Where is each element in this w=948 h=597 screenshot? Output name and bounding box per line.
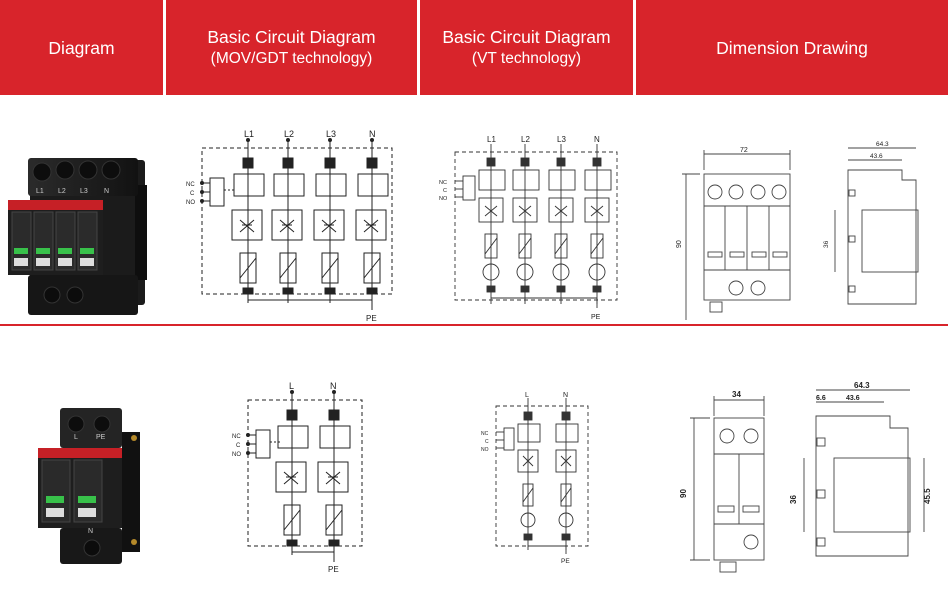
mov-terminal-label: N <box>330 381 337 391</box>
mov-side-label: NC <box>186 182 195 188</box>
device-pole-label: L2 <box>58 188 66 195</box>
vt-terminal-label: L3 <box>557 135 566 144</box>
dim-side-mid: 36 <box>789 495 798 504</box>
mov-side-label: NC <box>232 434 241 440</box>
header-mov-subtitle: (MOV/GDT technology) <box>210 50 373 67</box>
vt-pe-label: PE <box>591 314 601 321</box>
device-pole-label: L3 <box>80 188 88 195</box>
device-pole-label: N <box>88 528 94 535</box>
mov-pe-label: PE <box>328 565 339 574</box>
dim-side-inner: 43.6 <box>846 395 860 402</box>
mov-circuit-2pole: L N NC C NO PE <box>226 380 376 574</box>
header-diagram: Diagram <box>0 0 163 95</box>
dim-height: 90 <box>679 489 688 498</box>
mov-side-label: C <box>190 191 195 197</box>
vt-side-label: C <box>485 439 489 445</box>
dim-side-left: 6.6 <box>816 395 826 402</box>
device-pole-label: L1 <box>36 188 44 195</box>
vt-terminal-label: L2 <box>521 135 530 144</box>
dim-front-width: 72 <box>740 147 748 154</box>
vt-side-label: NC <box>481 431 489 437</box>
header-diagram-label: Diagram <box>48 37 115 58</box>
device-pole-label: L <box>74 434 78 441</box>
vt-circuit-2pole: L N NC C NO PE <box>478 392 598 566</box>
mov-side-label: C <box>236 443 241 449</box>
header-vt-subtitle: (VT technology) <box>471 50 582 67</box>
mov-side-label: NO <box>186 200 195 206</box>
vt-side-label: NC <box>439 180 447 186</box>
product-image-2pole: L PE N <box>30 402 155 572</box>
mov-terminal-label: N <box>369 129 376 139</box>
header-mov-title: Basic Circuit Diagram <box>207 27 376 47</box>
vt-terminal-label: N <box>563 392 568 399</box>
vt-terminal-label: N <box>594 135 600 144</box>
vt-terminal-label: L1 <box>487 135 496 144</box>
dim-side-total: 64.3 <box>876 141 889 148</box>
mov-side-label: NO <box>232 452 241 458</box>
dim-height: 90 <box>676 240 683 248</box>
vt-circuit-4pole: L1 L2 L3 N NC C NO PE <box>435 134 625 324</box>
dim-side-total: 64.3 <box>854 381 870 390</box>
header-mov-circuit: Basic Circuit Diagram (MOV/GDT technolog… <box>166 0 417 95</box>
header-dimension-label: Dimension Drawing <box>716 37 868 58</box>
mov-terminal-label: L3 <box>326 129 336 139</box>
device-pole-label: PE <box>96 434 106 441</box>
dim-front-width: 34 <box>732 390 741 399</box>
header-vt-title: Basic Circuit Diagram <box>442 27 611 47</box>
dim-side-inner: 43.6 <box>870 153 883 160</box>
mov-circuit-4pole: L1 L2 L3 N NC C NO PE <box>180 128 400 324</box>
dimension-drawing-4pole: 72 90 64.3 43.6 36 <box>672 140 942 322</box>
vt-terminal-label: L <box>525 392 529 399</box>
device-pole-label: N <box>104 188 110 195</box>
mov-terminal-label: L2 <box>284 129 294 139</box>
mov-terminal-label: L <box>289 381 294 391</box>
header-vt-circuit: Basic Circuit Diagram (VT technology) <box>420 0 633 95</box>
dimension-drawing-2pole: 34 90 64.3 6.6 43.6 36 45.5 <box>676 378 942 578</box>
product-image-4pole: L1 L2 L3 N <box>0 130 165 320</box>
dim-side-mid: 36 <box>823 240 830 248</box>
row-divider <box>0 324 948 326</box>
vt-side-label: NO <box>481 447 489 453</box>
vt-side-label: C <box>443 188 447 194</box>
dim-side-right: 45.5 <box>923 488 932 504</box>
header-dimension: Dimension Drawing <box>636 0 948 95</box>
mov-terminal-label: L1 <box>244 129 254 139</box>
vt-side-label: NO <box>439 196 448 202</box>
vt-pe-label: PE <box>561 558 570 565</box>
mov-pe-label: PE <box>366 314 377 323</box>
